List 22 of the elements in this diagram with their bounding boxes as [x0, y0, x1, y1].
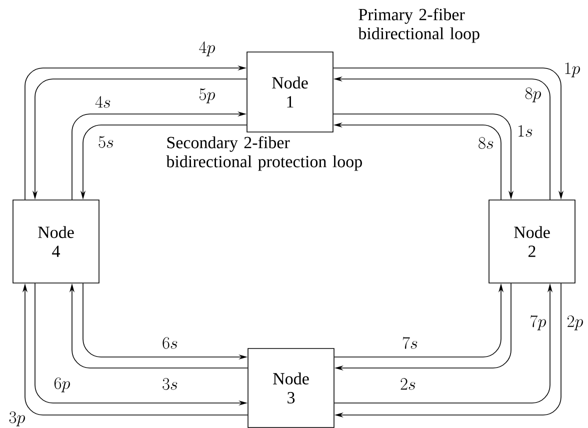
edge-label: $8s$: [478, 137, 494, 149]
edge-label: $1s$: [518, 125, 532, 137]
node-box: Node 1: [246, 52, 334, 132]
edge-label: $6s$: [162, 337, 178, 349]
edge-label: $5p$: [200, 88, 215, 104]
edge-label: $3p$: [9, 411, 25, 426]
edge-label: $6p$: [54, 377, 70, 392]
edge-label: $1p$: [565, 62, 580, 78]
loop-label: Secondary 2-fiber bidirectional protection loop: [166, 136, 362, 171]
edge-label: $7p$: [530, 315, 546, 330]
edge-label: $5s$: [98, 136, 114, 148]
node-box: Node 3: [248, 348, 334, 428]
loop-label: Primary 2-fiber bidirectional loop: [358, 8, 480, 43]
node-box: Node 4: [12, 200, 100, 284]
edge-label: $2p$: [568, 315, 583, 330]
edge-label: $2s$: [400, 378, 416, 390]
node-box: Node 2: [488, 200, 576, 284]
edge-label: $4s$: [95, 96, 110, 108]
edge-label: $3s$: [162, 378, 178, 390]
edge-label: $4p$: [199, 41, 215, 56]
edge-label: $7s$: [402, 336, 418, 349]
edge-label: $8p$: [525, 87, 541, 102]
